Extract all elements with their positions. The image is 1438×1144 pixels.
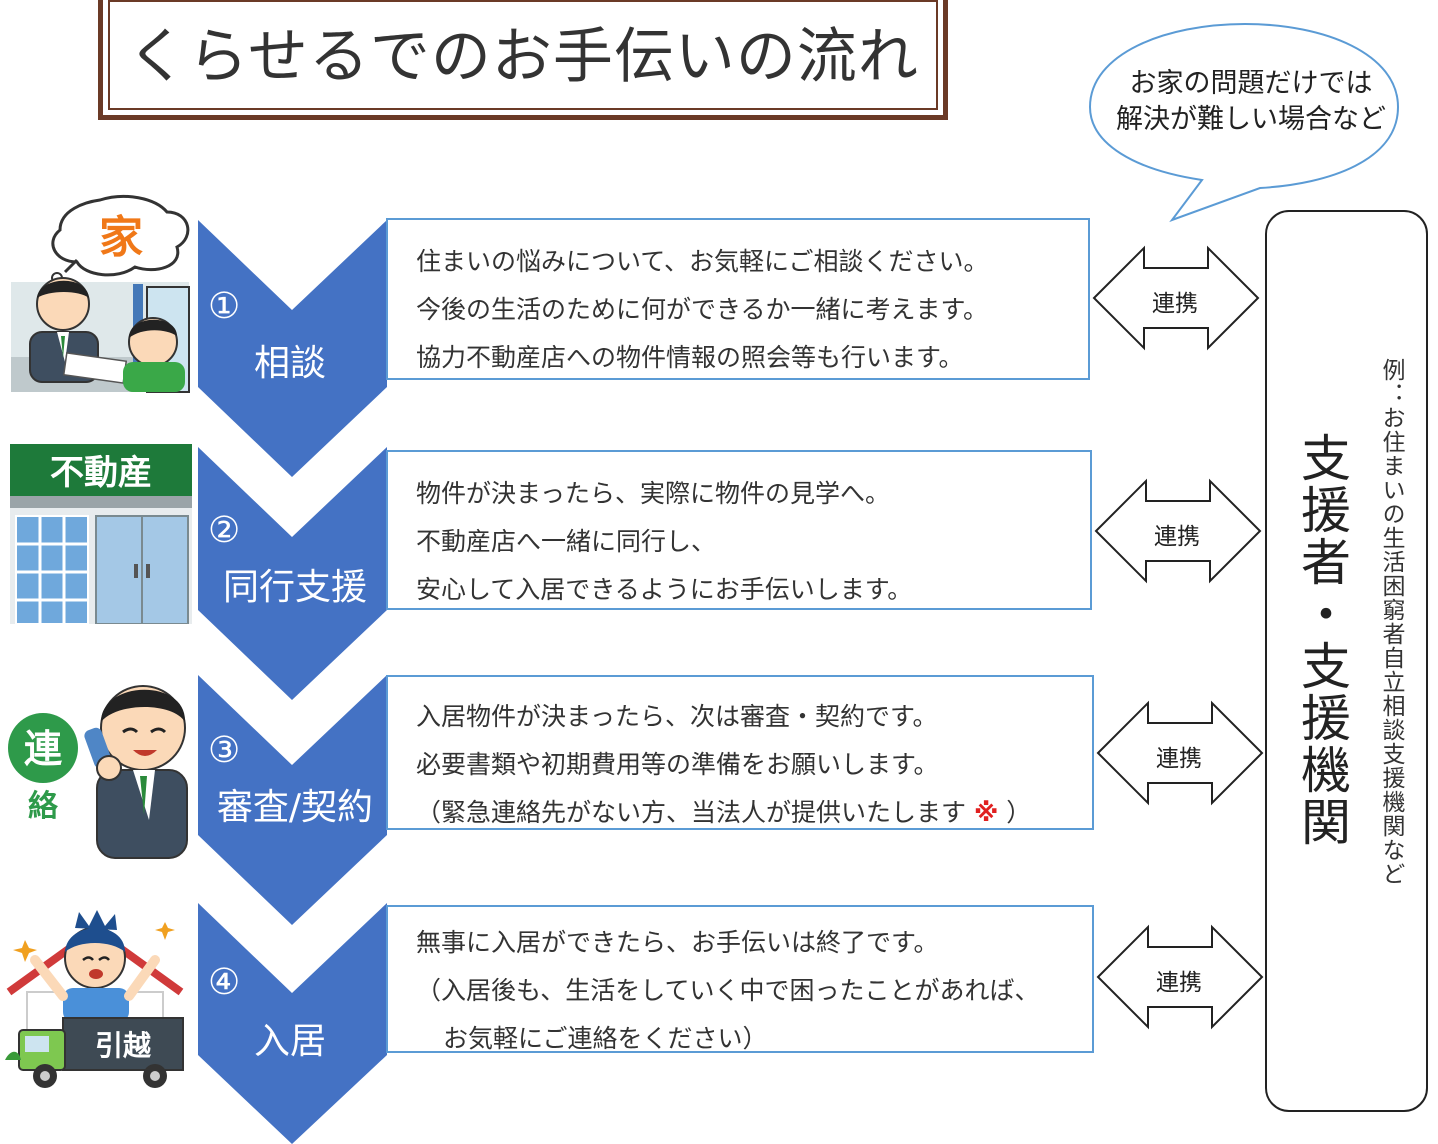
step-1-number: ① bbox=[208, 286, 241, 327]
step-4-line-2: （入居後も、生活をしていく中で困ったことがあれば、 bbox=[416, 976, 1040, 1005]
step-3-note-text: （緊急連絡先がない方、当法人が提供いたします bbox=[416, 798, 967, 827]
double-arrow-icon bbox=[1096, 700, 1264, 806]
step-4-line-1: 無事に入居ができたら、お手伝いは終了です。 bbox=[416, 928, 939, 957]
title-frame bbox=[98, 0, 948, 120]
bubble-line-1: お家の問題だけでは bbox=[1129, 68, 1373, 99]
page-title: くらせるでのお手伝いの流れ bbox=[127, 22, 919, 92]
link-arrows bbox=[1092, 245, 1264, 1030]
step-3-note-mark: ※ bbox=[973, 798, 999, 827]
link-label-2: 連携 bbox=[1154, 524, 1200, 550]
moving-truck-text: 引越 bbox=[95, 1029, 152, 1062]
step-3-line-2: 必要書類や初期費用等の準備をお願いします。 bbox=[416, 750, 939, 779]
chevron-step-2 bbox=[198, 447, 387, 700]
step-4-label: 入居 bbox=[253, 1021, 326, 1062]
step-2-number: ② bbox=[208, 510, 241, 551]
real-estate-sign-text: 不動産 bbox=[50, 453, 152, 493]
speech-bubble bbox=[1088, 22, 1400, 223]
double-arrow-icon bbox=[1096, 924, 1264, 1030]
step-1-description: 住まいの悩みについて、お気軽にご相談ください。 今後の生活のために何ができるか一… bbox=[386, 218, 1090, 380]
bubble-line-2: 解決が難しい場合など bbox=[1116, 104, 1386, 135]
step-3-description: 入居物件が決まったら、次は審査・契約です。 必要書類や初期費用等の準備をお願いし… bbox=[386, 675, 1094, 830]
chevron-step-3 bbox=[198, 675, 387, 925]
step-4-line-3: お気軽にご連絡をください） bbox=[443, 1024, 768, 1053]
step-2-line-1: 物件が決まったら、実際に物件の見学へ。 bbox=[416, 479, 891, 508]
step-3-note-close: ） bbox=[1006, 798, 1032, 827]
step-4-number: ④ bbox=[208, 962, 241, 1003]
double-arrow-icon bbox=[1092, 245, 1260, 351]
link-label-1: 連携 bbox=[1152, 291, 1198, 317]
chevron-step-1 bbox=[198, 220, 387, 477]
step-1-line-2: 今後の生活のために何ができるか一緒に考えます。 bbox=[416, 295, 989, 324]
step-4-description: 無事に入居ができたら、お手伝いは終了です。 （入居後も、生活をしていく中で困った… bbox=[386, 905, 1094, 1053]
step-2-line-2: 不動産店へ一緒に同行し、 bbox=[416, 527, 717, 556]
step-3-number: ③ bbox=[208, 730, 241, 771]
organization-main: 支援者・支援機関 bbox=[1293, 432, 1351, 848]
flow-chevrons bbox=[198, 220, 387, 1144]
step-2-label: 同行支援 bbox=[222, 567, 367, 608]
step-1-line-1: 住まいの悩みについて、お気軽にご相談ください。 bbox=[416, 247, 989, 276]
step-3-label: 審査/契約 bbox=[216, 787, 374, 828]
step-1-label: 相談 bbox=[253, 343, 326, 384]
moving-illustration: 引越 bbox=[5, 910, 184, 1088]
chevron-step-4 bbox=[198, 903, 387, 1144]
step-3-line-3: （緊急連絡先がない方、当法人が提供いたします ※ ） bbox=[416, 793, 1031, 829]
link-label-3: 連携 bbox=[1156, 746, 1202, 772]
contact-badge-text-2: 絡 bbox=[28, 789, 59, 824]
bubble-house-text: 家 bbox=[99, 212, 143, 263]
step-3-line-1: 入居物件が決まったら、次は審査・契約です。 bbox=[416, 702, 938, 731]
contact-badge-text-1: 連 bbox=[24, 727, 63, 771]
consultation-illustration: 家 bbox=[11, 194, 190, 393]
bubble-text: お家の問題だけでは 解決が難しい場合など bbox=[1096, 66, 1406, 138]
contact-illustration: 連 絡 bbox=[8, 685, 188, 859]
double-arrow-icon bbox=[1094, 478, 1262, 584]
real-estate-illustration: 不動産 bbox=[10, 444, 192, 624]
step-2-description: 物件が決まったら、実際に物件の見学へ。 不動産店へ一緒に同行し、 安心して入居で… bbox=[386, 450, 1092, 610]
step-2-line-3: 安心して入居できるようにお手伝いします。 bbox=[416, 575, 913, 604]
organization-example: 例：お住まいの生活困窮者自立相談支援機関など bbox=[1378, 358, 1404, 886]
link-label-4: 連携 bbox=[1156, 970, 1202, 996]
support-organization-box bbox=[1265, 210, 1428, 1112]
step-1-line-3: 協力不動産店への物件情報の照会等も行います。 bbox=[416, 343, 964, 372]
